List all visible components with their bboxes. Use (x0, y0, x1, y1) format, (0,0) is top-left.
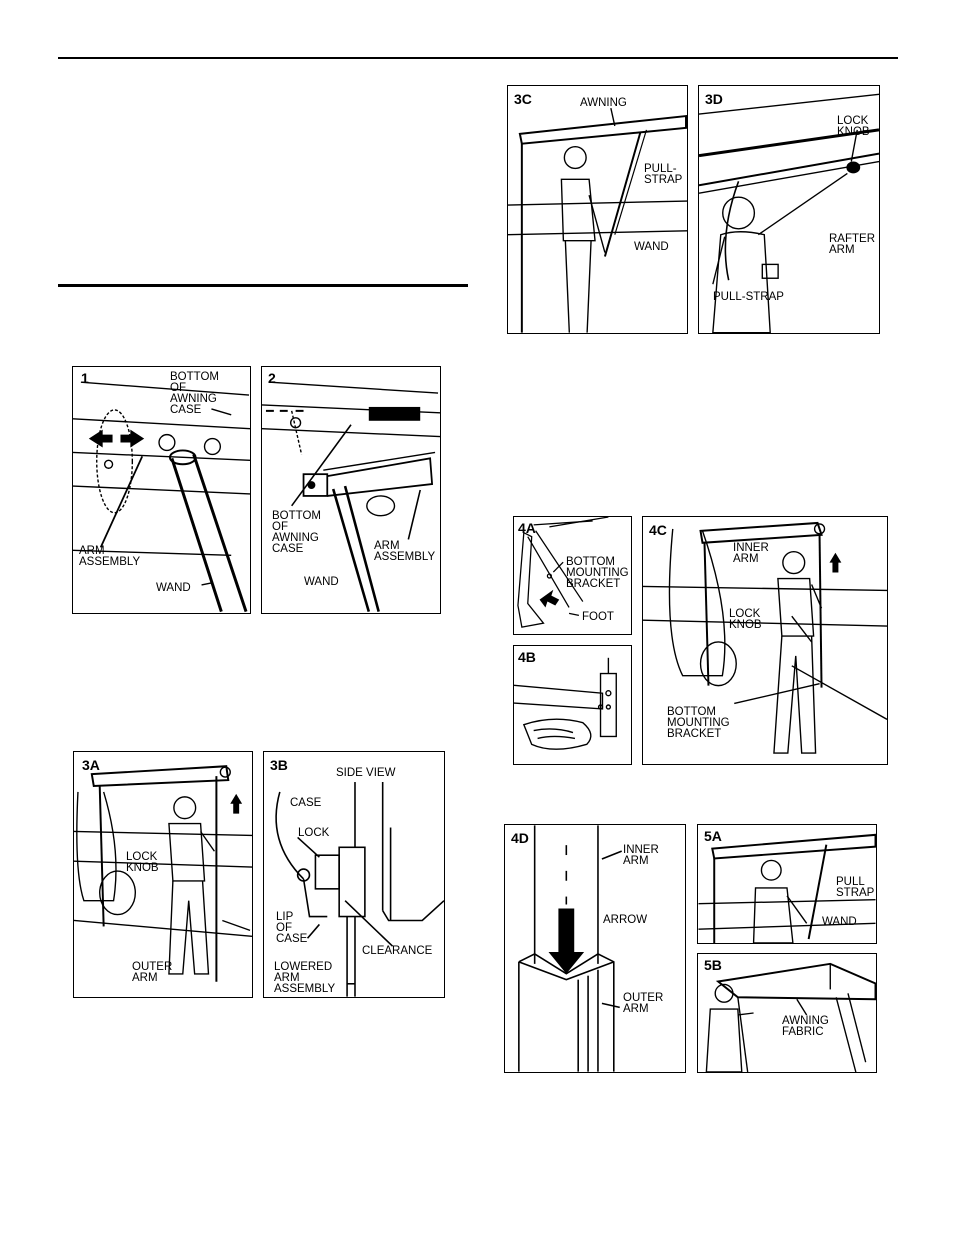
figure-3a: 3A LOCK KNOB OUTER ARM (73, 751, 253, 998)
figure-1-label-wand: WAND (156, 582, 191, 594)
figure-3a-label-outer-arm: OUTER ARM (132, 961, 173, 984)
figure-1-label-arm-assembly: ARM ASSEMBLY (79, 545, 141, 568)
figure-4b-drawing (514, 657, 617, 750)
top-rule (58, 57, 898, 59)
figure-2-drawing (262, 381, 440, 612)
figure-4b: 4B (513, 645, 632, 765)
figure-5b-label-awning-fabric: AWNING FABRIC (782, 1015, 829, 1038)
figure-5a-label-wand: WAND (822, 916, 857, 928)
figure-4d-label-outer-arm: OUTER ARM (623, 992, 664, 1015)
figure-3b-label-clearance: CLEARANCE (362, 945, 433, 957)
figure-4a: 4A BOTTOM MOUNTING BRACKET FOOT (513, 516, 632, 635)
figure-5b: 5B AWNING FABRIC (697, 953, 877, 1073)
figure-3c-label-wand: WAND (634, 241, 669, 253)
figure-3b-label-side-view: SIDE VIEW (336, 767, 396, 779)
figure-3d-number: 3D (705, 91, 723, 107)
figure-3b-label-lock: LOCK (298, 827, 330, 839)
figure-3b-label-lowered-arm: LOWERED ARM ASSEMBLY (274, 961, 336, 995)
figure-3d-label-pull-strap: PULL-STRAP (713, 291, 784, 303)
figure-3c-label-pull-strap: PULL- STRAP (644, 163, 683, 186)
figure-3b-drawing (275, 782, 444, 997)
figure-1: 1 BOTTOM OF AWNING CASE ARM ASSEMBLY WAN… (72, 366, 251, 614)
figure-4a-number: 4A (518, 520, 536, 536)
figure-3c-label-awning: AWNING (580, 97, 627, 109)
figure-4a-label-foot: FOOT (582, 611, 614, 623)
figure-3d-label-lock-knob: LOCK KNOB (837, 115, 870, 138)
figure-4c-label-inner-arm: INNER ARM (733, 542, 769, 565)
figure-4c-drawing (643, 521, 887, 754)
figure-5a-label-pull-strap: PULL STRAP (836, 876, 875, 899)
figure-5a: 5A PULL STRAP WAND (697, 824, 877, 944)
figure-4c-label-lock-knob: LOCK KNOB (729, 608, 762, 631)
figure-3b-label-case: CASE (290, 797, 322, 809)
section-rule (58, 284, 468, 287)
figure-3a-drawing (74, 765, 252, 982)
figure-3d-label-rafter-arm: RAFTER ARM (829, 233, 875, 256)
figure-1-label-case: BOTTOM OF AWNING CASE (170, 371, 219, 416)
figure-5a-number: 5A (704, 828, 722, 844)
figure-3c: 3C AWNING PULL- STRAP WAND (507, 85, 688, 334)
figure-3b: 3B SIDE VIEW CASE LOCK LIP OF CASE CLEAR… (263, 751, 445, 998)
figure-3d: 3D LOCK KNOB RAFTER ARM PULL-STRAP (698, 85, 880, 334)
figure-4c-label-bracket: BOTTOM MOUNTING BRACKET (667, 706, 730, 740)
figure-4d: 4D INNER ARM ARROW OUTER ARM (504, 824, 686, 1073)
figure-2-label-arm-assembly: ARM ASSEMBLY (374, 540, 436, 563)
figure-2-label-case: BOTTOM OF AWNING CASE (272, 510, 321, 555)
figure-4d-number: 4D (511, 830, 529, 846)
figure-5b-number: 5B (704, 957, 722, 973)
figure-4c-number: 4C (649, 522, 667, 538)
figure-4a-label-bracket: BOTTOM MOUNTING BRACKET (566, 556, 629, 590)
figure-2-label-wand: WAND (304, 576, 339, 588)
figure-2-number: 2 (268, 370, 276, 386)
figure-3a-number: 3A (82, 757, 100, 773)
figure-1-number: 1 (81, 370, 89, 386)
figure-4d-drawing (518, 825, 622, 1072)
figure-3c-number: 3C (514, 91, 532, 107)
figure-4d-label-inner-arm: INNER ARM (623, 844, 659, 867)
figure-3b-label-lip-of-case: LIP OF CASE (276, 911, 308, 945)
figure-4c: 4C INNER ARM LOCK KNOB BOTTOM MOUNTING B… (642, 516, 888, 765)
figure-3d-drawing (699, 93, 879, 333)
figure-4b-number: 4B (518, 649, 536, 665)
figure-1-drawing (73, 381, 250, 613)
figure-3b-number: 3B (270, 757, 288, 773)
figure-4a-drawing (517, 517, 609, 628)
figure-5a-drawing (698, 833, 876, 943)
figure-3a-label-lock-knob: LOCK KNOB (126, 851, 159, 874)
figure-3c-drawing (508, 107, 687, 333)
figure-5b-drawing (705, 962, 876, 1072)
figure-4d-label-arrow: ARROW (603, 914, 648, 926)
figure-2: 2 BOTTOM OF AWNING CASE ARM ASSEMBLY WAN… (261, 366, 441, 614)
